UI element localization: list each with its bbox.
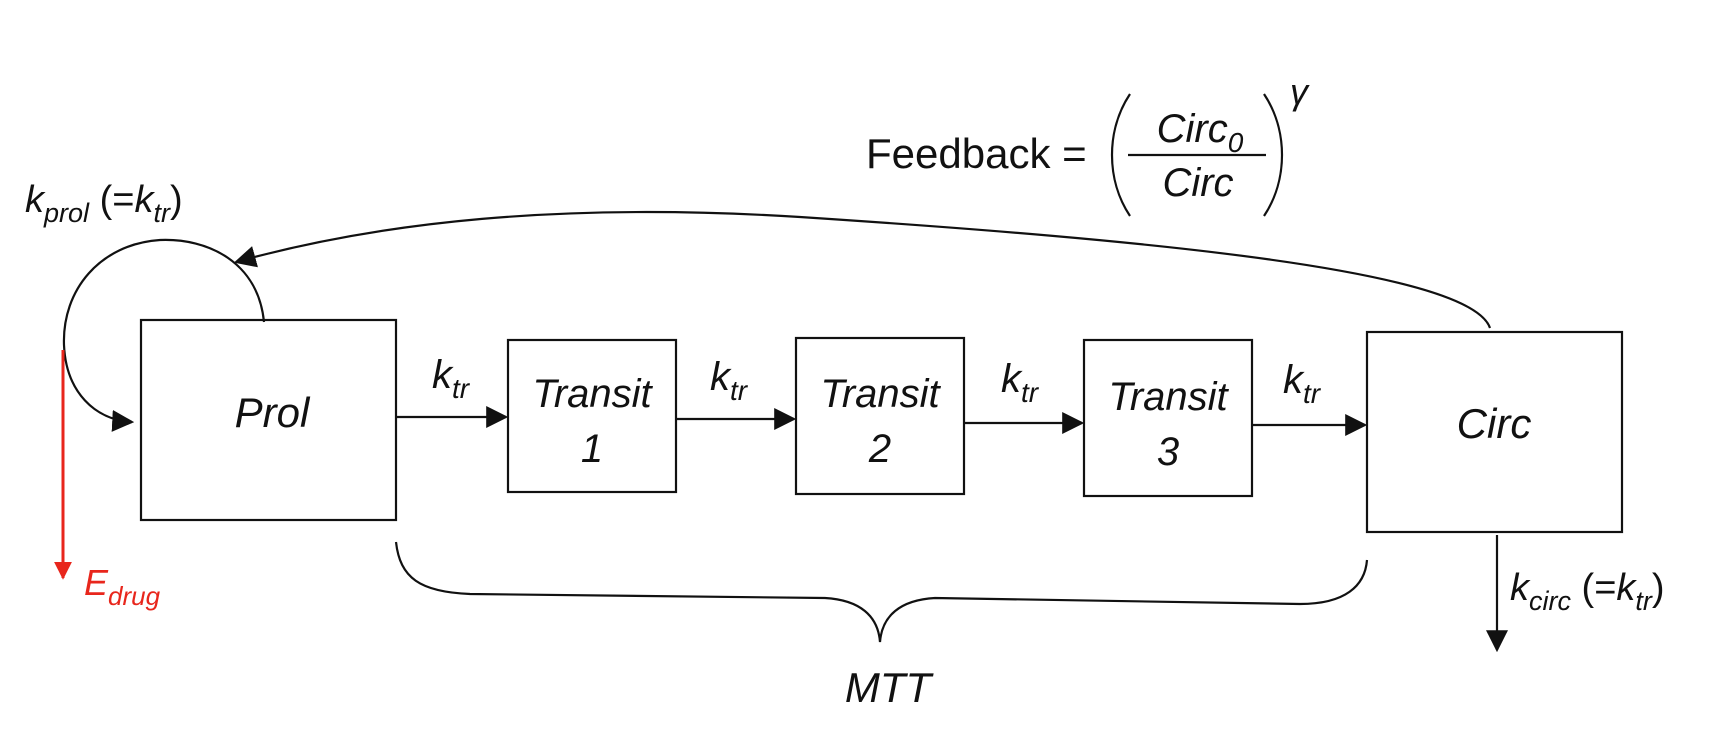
feedback-label: Feedback = (866, 130, 1087, 177)
mtt-label: MTT (845, 664, 935, 711)
feedback-formula: Feedback = Circ0 Circ γ (866, 71, 1310, 217)
transit-3-label: Transit (1108, 375, 1229, 419)
kprol-label: kprol (=ktr) (25, 179, 183, 228)
kprol-self-loop-arrow (62, 238, 266, 432)
feedback-denominator: Circ (1162, 161, 1233, 205)
ktr-label-1: ktr (432, 353, 471, 404)
kcirc-label: kcirc (=ktr) (1510, 567, 1665, 616)
ktr-label-2: ktr (710, 355, 749, 406)
circ-compartment: Circ (1365, 330, 1624, 534)
edrug-label: Edrug (84, 562, 161, 611)
prol-compartment: Prol (139, 318, 398, 522)
gamma-exponent: γ (1290, 71, 1310, 112)
right-parenthesis (1263, 93, 1284, 217)
transit-3-compartment: Transit 3 (1082, 338, 1254, 498)
transit-1-number: 1 (581, 427, 603, 471)
ktr-label-4: ktr (1283, 358, 1322, 409)
transit-2-label: Transit (820, 372, 941, 416)
ktr-label-3: ktr (1001, 357, 1040, 408)
transit-2-compartment: Transit 2 (794, 336, 966, 496)
left-parenthesis (1110, 93, 1131, 217)
prol-label: Prol (235, 389, 311, 436)
feedback-numerator: Circ0 (1157, 107, 1244, 158)
transit-2-number: 2 (868, 427, 891, 471)
transit-3-number: 3 (1157, 430, 1179, 474)
mtt-brace (394, 541, 1369, 643)
transit-1-label: Transit (532, 372, 653, 416)
circ-label: Circ (1457, 400, 1532, 447)
feedback-arrow (233, 210, 1492, 329)
transit-1-compartment: Transit 1 (506, 338, 678, 494)
